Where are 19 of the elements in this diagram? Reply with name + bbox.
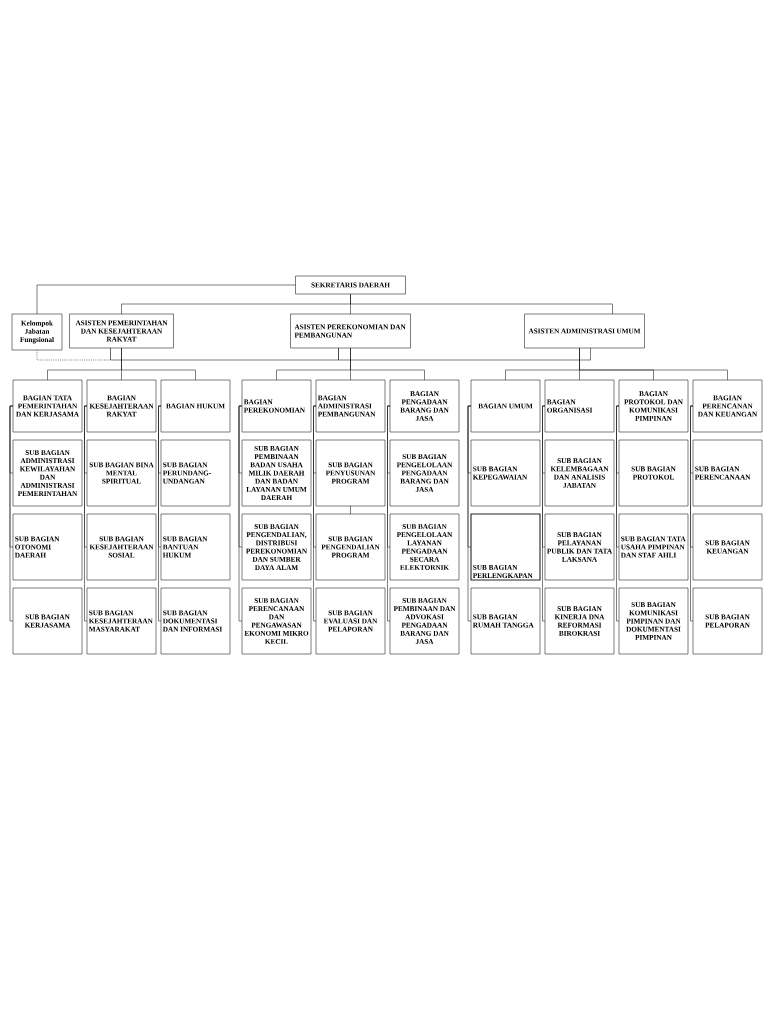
connector-line bbox=[110, 347, 339, 361]
connector-line bbox=[313, 405, 317, 622]
connector-line bbox=[84, 405, 88, 622]
connector-line bbox=[616, 405, 620, 622]
connector-line bbox=[9, 405, 14, 622]
connector-line bbox=[467, 405, 472, 622]
connector-line bbox=[350, 347, 425, 381]
connector-line bbox=[387, 405, 391, 622]
connector-line bbox=[158, 405, 162, 622]
connector-line bbox=[238, 405, 243, 622]
connector-line bbox=[121, 347, 196, 381]
connector-line bbox=[690, 405, 694, 622]
dotted-line bbox=[36, 347, 111, 361]
connector-line bbox=[36, 284, 296, 315]
connector-line bbox=[542, 405, 546, 622]
connector-line bbox=[579, 347, 728, 381]
connector-line bbox=[350, 505, 351, 515]
connector-line bbox=[350, 293, 613, 315]
connector-line bbox=[338, 347, 591, 361]
